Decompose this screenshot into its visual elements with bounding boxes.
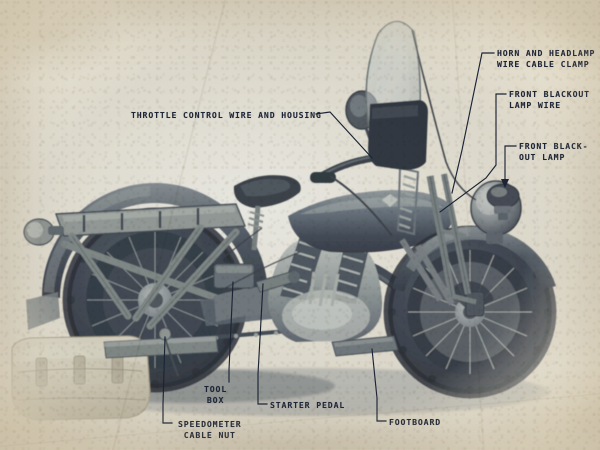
- callout-label-line: HORN AND HEADLAMP: [497, 48, 596, 58]
- callout-label-line: WIRE CABLE CLAMP: [497, 59, 590, 70]
- callout-label-starter-pedal: STARTER PEDAL: [270, 400, 345, 411]
- callout-label-line: BOX: [206, 395, 225, 406]
- callout-label-line: TOOL: [204, 384, 228, 394]
- callout-label-line: OUT LAMP: [519, 152, 566, 163]
- callout-label-throttle-control-wire-and-housing: THROTTLE CONTROL WIRE AND HOUSING: [131, 110, 322, 121]
- callout-label-line: THROTTLE CONTROL WIRE AND HOUSING: [131, 110, 322, 120]
- callout-label-line: STARTER PEDAL: [270, 400, 346, 410]
- callout-label-line: CABLE NUT: [183, 430, 236, 441]
- callout-label-line: LAMP WIRE: [509, 100, 562, 111]
- callout-label-front-blackout-lamp: FRONT BLACK-OUT LAMP: [519, 141, 588, 164]
- callout-label-line: SPEEDOMETER: [178, 419, 242, 429]
- callout-label-line: FRONT BLACK-: [519, 141, 589, 151]
- callout-label-line: FOOTBOARD: [389, 417, 442, 427]
- callout-label-line: FRONT BLACKOUT: [509, 89, 590, 99]
- callout-label-footboard: FOOTBOARD: [389, 417, 441, 428]
